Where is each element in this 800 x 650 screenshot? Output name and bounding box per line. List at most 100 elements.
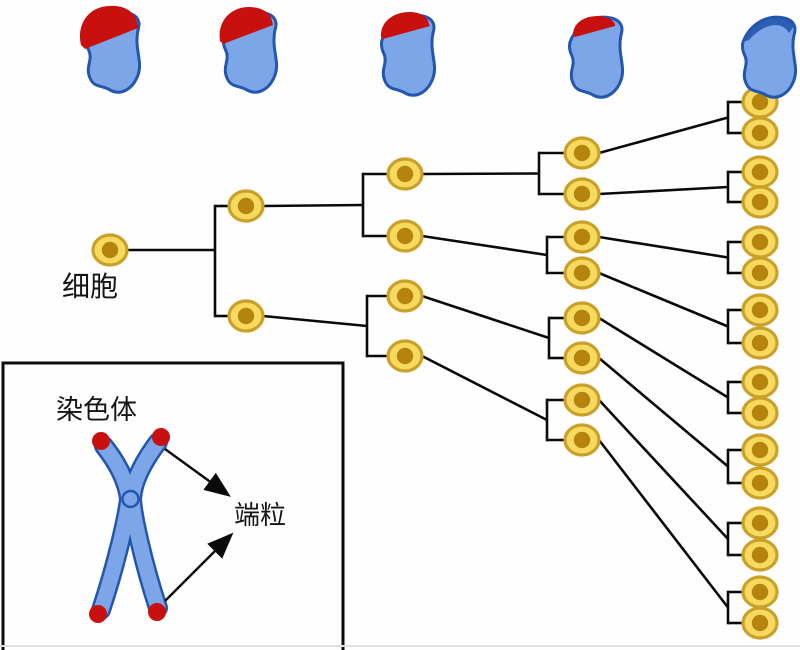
cell-nucleus: [573, 264, 591, 282]
division-line: [598, 116, 729, 155]
cell-node-generation-5: [741, 538, 779, 572]
cell-node-generation-3: [386, 279, 424, 313]
telomere-cap-icon: [79, 5, 138, 50]
division-line: [598, 357, 729, 468]
cell-node-generation-5: [741, 293, 779, 327]
cell-nucleus: [751, 193, 769, 211]
cell-nodes: [91, 85, 779, 640]
division-tree-edges: [127, 100, 743, 625]
arrow-to-telomere: [164, 448, 231, 497]
telomere-tip-icon: [148, 603, 166, 621]
cell-nucleus: [751, 614, 769, 632]
cell-node-generation-5: [741, 116, 779, 150]
cell-nucleus: [237, 197, 255, 215]
cell-nucleus: [751, 124, 769, 142]
division-line: [421, 354, 548, 422]
cell-nucleus: [101, 241, 119, 259]
division-line: [598, 399, 729, 540]
arrow-to-telomere: [164, 532, 234, 602]
cell-node-generation-4: [563, 341, 601, 375]
cell-nucleus: [573, 228, 591, 246]
inset-border: [1, 361, 345, 650]
telomere-pointer-arrows: [164, 448, 234, 602]
sock-body: [567, 15, 625, 99]
cell-nucleus: [751, 93, 769, 111]
cell-node-generation-4: [563, 177, 601, 211]
cell-nucleus: [573, 349, 591, 367]
cell-nucleus: [751, 163, 769, 181]
centromere-icon: [121, 489, 140, 509]
cell-nucleus: [573, 431, 591, 449]
cell-node-generation-5: [741, 155, 779, 189]
cell-node-generation-3: [386, 157, 424, 191]
telomere-label: 端粒: [234, 501, 286, 530]
cell-nucleus: [751, 264, 769, 282]
cell-node-generation-2: [227, 299, 265, 333]
telomere-cap-icon: [573, 16, 615, 37]
cell-nucleus: [751, 334, 769, 352]
cell-node-generation-5: [741, 365, 779, 399]
cell-nucleus: [751, 546, 769, 564]
telomere-cap-icon: [219, 7, 273, 44]
cell-node-generation-5: [741, 433, 779, 467]
telomere-tip-icon: [89, 605, 107, 623]
division-line: [262, 203, 364, 208]
cell-nucleus: [751, 404, 769, 422]
cell-node-generation-2: [227, 189, 265, 223]
chromosome-sock-5: [740, 15, 798, 99]
cell-nucleus: [751, 301, 769, 319]
chromosome-sock-2: [219, 7, 279, 94]
cell-node-generation-4: [563, 383, 601, 417]
sock-fold: [743, 17, 794, 42]
cell-node-generation-4: [563, 256, 601, 290]
chromosome-label: 染色体: [56, 395, 137, 425]
cell-node-generation-4: [563, 301, 601, 335]
division-line: [421, 294, 550, 340]
division-line: [598, 271, 729, 328]
division-line: [262, 314, 368, 328]
telomere-sock-row: [79, 5, 798, 99]
cell-nucleus: [396, 287, 414, 305]
cell-node-generation-5: [741, 396, 779, 430]
cell-nucleus: [751, 373, 769, 391]
telomere-tips: [89, 428, 170, 623]
cell-node-generation-1: [91, 233, 129, 267]
cell-nucleus: [751, 514, 769, 532]
cell-node-generation-5: [741, 225, 779, 259]
cell-nucleus: [396, 165, 414, 183]
cell-node-generation-5: [741, 466, 779, 500]
cell-node-generation-3: [386, 219, 424, 253]
cell-nucleus: [751, 441, 769, 459]
cell-node-generation-4: [563, 136, 601, 170]
telomere-cap-icon: [380, 12, 430, 39]
cell-node-generation-5: [741, 256, 779, 290]
cell-node-generation-5: [741, 606, 779, 640]
division-line: [598, 235, 729, 259]
cell-node-generation-5: [741, 575, 779, 609]
cell-node-generation-4: [563, 423, 601, 457]
cell-nucleus: [751, 233, 769, 251]
cell-nucleus: [751, 583, 769, 601]
division-line: [421, 172, 540, 176]
division-line: [598, 316, 729, 399]
cell-nucleus: [396, 227, 414, 245]
chromosome-sock-3: [379, 12, 437, 97]
cell-nucleus: [396, 347, 414, 365]
cell-node-generation-5: [741, 185, 779, 219]
division-line: [421, 234, 548, 257]
cell-nucleus: [573, 185, 591, 203]
cell-nucleus: [237, 307, 255, 325]
cell-label: 细胞: [62, 271, 118, 303]
cell-node-generation-3: [386, 339, 424, 373]
cell-node-generation-5: [741, 326, 779, 360]
cell-node-generation-5: [741, 506, 779, 540]
cell-nucleus: [573, 144, 591, 162]
chromosome-sock-4: [567, 15, 625, 99]
cell-nucleus: [573, 309, 591, 327]
division-line: [597, 439, 730, 609]
chromosome-figure: [89, 428, 170, 623]
chromosome-sock-1: [79, 5, 142, 94]
division-line: [598, 185, 729, 196]
